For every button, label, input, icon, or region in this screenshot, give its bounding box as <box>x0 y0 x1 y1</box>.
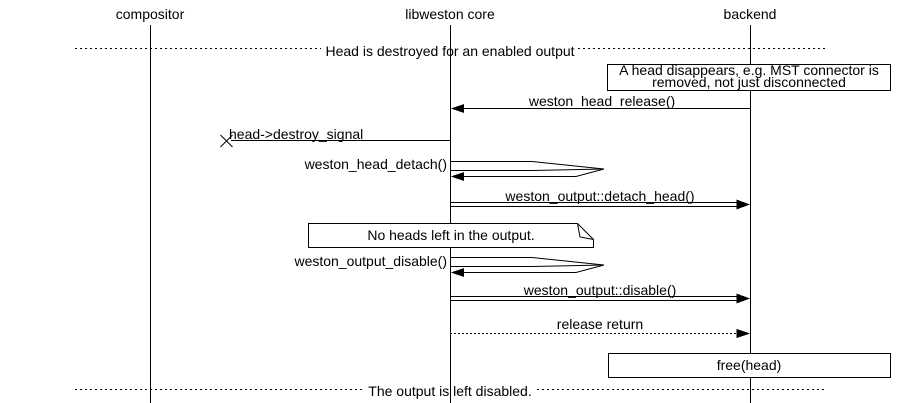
participant-compositor: compositor <box>115 6 185 22</box>
box-free-head-label: free(head) <box>716 357 782 373</box>
note-head-disappears-line1: A head disappears, e.g. MST connector is <box>619 62 879 78</box>
message-head-release-label: weston_head_release() <box>528 93 676 109</box>
message-release-return-label: release return <box>556 316 644 332</box>
message-head-detach-label: weston_head_detach() <box>304 156 447 172</box>
arrow-release-return-arrowhead <box>736 329 750 338</box>
message-output-disable-label: weston_output_disable() <box>294 253 447 269</box>
arrow-disable-arrowhead <box>736 293 750 304</box>
message-destroy-signal-label: head->destroy_signal <box>229 126 364 142</box>
self-message-head-detach <box>450 161 605 177</box>
arrow-head-release-arrowhead <box>450 104 464 113</box>
self-message-head-detach-arrowhead <box>450 172 464 181</box>
arrow-detach-head-arrowhead <box>736 199 750 210</box>
divider-top-text: Head is destroyed for an enabled output <box>325 43 575 59</box>
note-head-disappears-box <box>607 64 891 91</box>
participant-backend: backend <box>723 6 777 22</box>
participant-libweston-core: libweston core <box>405 6 495 22</box>
note-no-heads-text: No heads left in the output. <box>367 227 535 243</box>
self-message-output-disable-arrowhead <box>450 268 464 277</box>
note-head-disappears-line2: removed, not just disconnected <box>652 74 846 90</box>
divider-bottom-text: The output is left disabled. <box>368 383 532 399</box>
lost-message-x-icon <box>220 134 233 148</box>
message-detach-head-label: weston_output::detach_head() <box>505 188 695 204</box>
message-disable-label: weston_output::disable() <box>523 282 677 298</box>
note-no-heads-box <box>308 223 594 248</box>
self-message-output-disable <box>450 257 605 273</box>
note-no-heads-fold-icon <box>577 223 594 240</box>
box-free-head <box>608 353 891 378</box>
